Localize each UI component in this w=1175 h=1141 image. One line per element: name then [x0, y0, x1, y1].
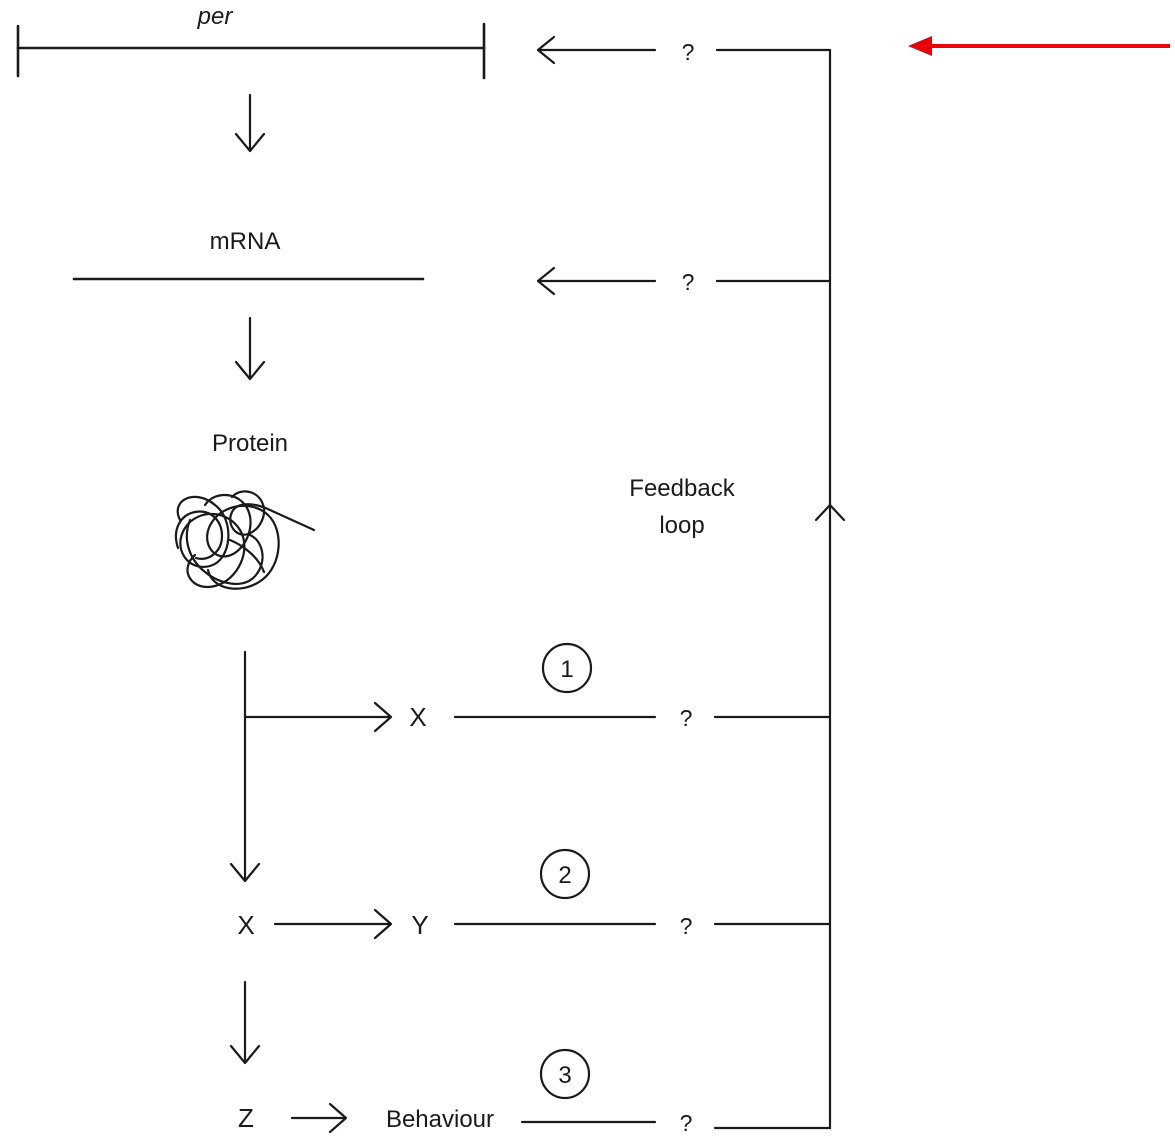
feedback-loop-line — [814, 48, 846, 1130]
pathway-2-source-label: X — [237, 910, 254, 940]
mrna-label: mRNA — [210, 228, 281, 255]
pathway-3-number-circle — [539, 1048, 591, 1100]
pathway-3: Z Behaviour 3 ? — [238, 1048, 832, 1136]
arrow-x-to-z — [229, 980, 261, 1065]
pathway-2: X Y 2 ? — [237, 848, 832, 940]
pathway-1-number: 1 — [560, 656, 573, 683]
protein-outflow — [229, 650, 393, 883]
pathway-1-number-circle — [541, 642, 593, 694]
arrow-gene-to-mrna — [234, 93, 266, 153]
pathway-1-target-label: X — [409, 702, 426, 732]
feedback-label-line-1: Feedback — [629, 475, 735, 502]
pathway-2-number-circle — [539, 848, 591, 900]
pathway-3-question: ? — [680, 1110, 693, 1136]
arrow-mrna-to-protein — [234, 316, 266, 381]
pathway-1: X 1 ? — [409, 642, 832, 732]
feedback-loop-label: Feedback loop — [629, 475, 735, 539]
pathway-2-target-label: Y — [411, 910, 428, 940]
pathway-3-source-label: Z — [238, 1103, 254, 1133]
pathway-1-question: ? — [680, 705, 693, 731]
feedback-to-gene-question: ? — [682, 39, 695, 65]
feedback-to-mrna-question: ? — [682, 269, 695, 295]
pathway-2-number: 2 — [558, 862, 571, 889]
feedback-label-line-2: loop — [659, 512, 704, 539]
protein: Protein — [174, 430, 316, 590]
pathway-3-target-label: Behaviour — [386, 1106, 494, 1133]
feedback-to-gene: ? — [536, 35, 832, 65]
protein-tangle-icon — [174, 490, 316, 590]
feedback-to-mrna: ? — [536, 266, 832, 296]
red-highlight-arrow-icon — [908, 36, 1170, 56]
mrna: mRNA — [72, 228, 425, 281]
protein-label: Protein — [212, 430, 288, 457]
per-gene-label: per — [197, 3, 234, 30]
per-gene: per — [16, 3, 486, 80]
pathway-3-number: 3 — [558, 1062, 571, 1089]
pathway-2-question: ? — [680, 913, 693, 939]
